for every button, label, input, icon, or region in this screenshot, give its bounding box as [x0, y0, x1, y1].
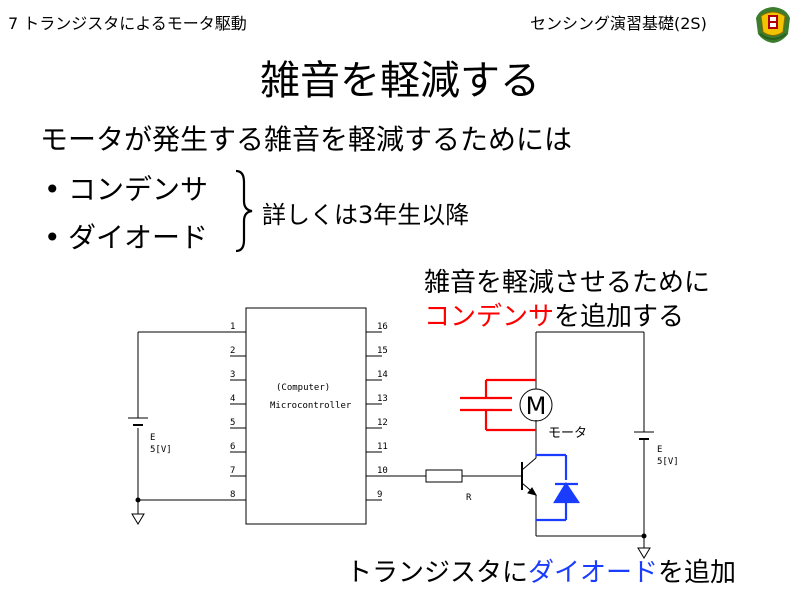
pin-label: 1	[230, 322, 235, 332]
left-battery-voltage: 5[V]	[150, 445, 172, 455]
left-ground-icon	[131, 513, 145, 525]
diode-annotation: トランジスタにダイオードを追加	[346, 552, 736, 589]
university-crest-icon	[752, 4, 794, 44]
pin-label: 16	[377, 322, 388, 332]
right-ground-icon	[637, 547, 651, 559]
pin-label: 14	[377, 370, 388, 380]
capacitor-annotation: 雑音を軽減させるために コンデンサを追加する	[424, 266, 710, 334]
motor-symbol: M	[526, 392, 547, 420]
capacitor-annotation-line1: 雑音を軽減させるために	[424, 268, 711, 298]
pin-label: 10	[377, 466, 388, 476]
microcontroller-chip	[245, 307, 367, 525]
pin-label: 7	[230, 466, 235, 476]
capacitor-highlight: コンデンサ	[424, 302, 555, 332]
capacitor-annotation-tail: を追加する	[554, 302, 685, 332]
bullet-dot-icon: •	[44, 221, 61, 254]
left-battery-e: E	[150, 433, 155, 443]
bullet-note: 詳しくは3年生以降	[262, 201, 470, 229]
pin-label: 2	[230, 346, 235, 356]
right-battery-e: E	[657, 445, 662, 455]
diode-annotation-tail: を追加	[658, 558, 737, 588]
pin-label: 12	[377, 418, 388, 428]
slide-title: 雑音を軽減する	[260, 58, 540, 104]
pin-label: 11	[377, 442, 388, 452]
slide-header-right: センシング演習基礎(2S)	[530, 14, 707, 33]
curly-brace-icon	[235, 169, 253, 253]
resistor	[425, 469, 463, 483]
capacitor	[460, 378, 536, 432]
bullet-label: コンデンサ	[68, 173, 209, 206]
capacitor-annotation-line2: コンデンサを追加する	[424, 300, 710, 334]
motor-label: モータ	[548, 426, 587, 441]
pin-label: 5	[230, 418, 235, 428]
bullet-item: •コンデンサ	[44, 168, 208, 208]
pin-label: 15	[377, 346, 388, 356]
right-battery-voltage: 5[V]	[657, 457, 679, 467]
pin-label: 3	[230, 370, 235, 380]
diode	[536, 453, 581, 522]
pin-label: 8	[230, 490, 235, 500]
pin-label: 13	[377, 394, 388, 404]
lead-text: モータが発生する雑音を軽減するためには	[40, 123, 573, 156]
pin-label: 4	[230, 394, 235, 404]
diode-annotation-head: トランジスタに	[346, 558, 529, 588]
bullet-label: ダイオード	[68, 221, 209, 254]
pin-label: 6	[230, 442, 235, 452]
pin-label: 9	[377, 490, 382, 500]
bullet-item: •ダイオード	[44, 216, 208, 256]
bullet-dot-icon: •	[44, 173, 61, 206]
chip-label-line2: Microcontroller	[270, 401, 352, 411]
diode-highlight: ダイオード	[528, 558, 659, 588]
resistor-label: R	[466, 493, 472, 503]
slide-header-left: 7 トランジスタによるモータ駆動	[8, 14, 247, 33]
chip-label-line1: (Computer)	[276, 383, 330, 393]
